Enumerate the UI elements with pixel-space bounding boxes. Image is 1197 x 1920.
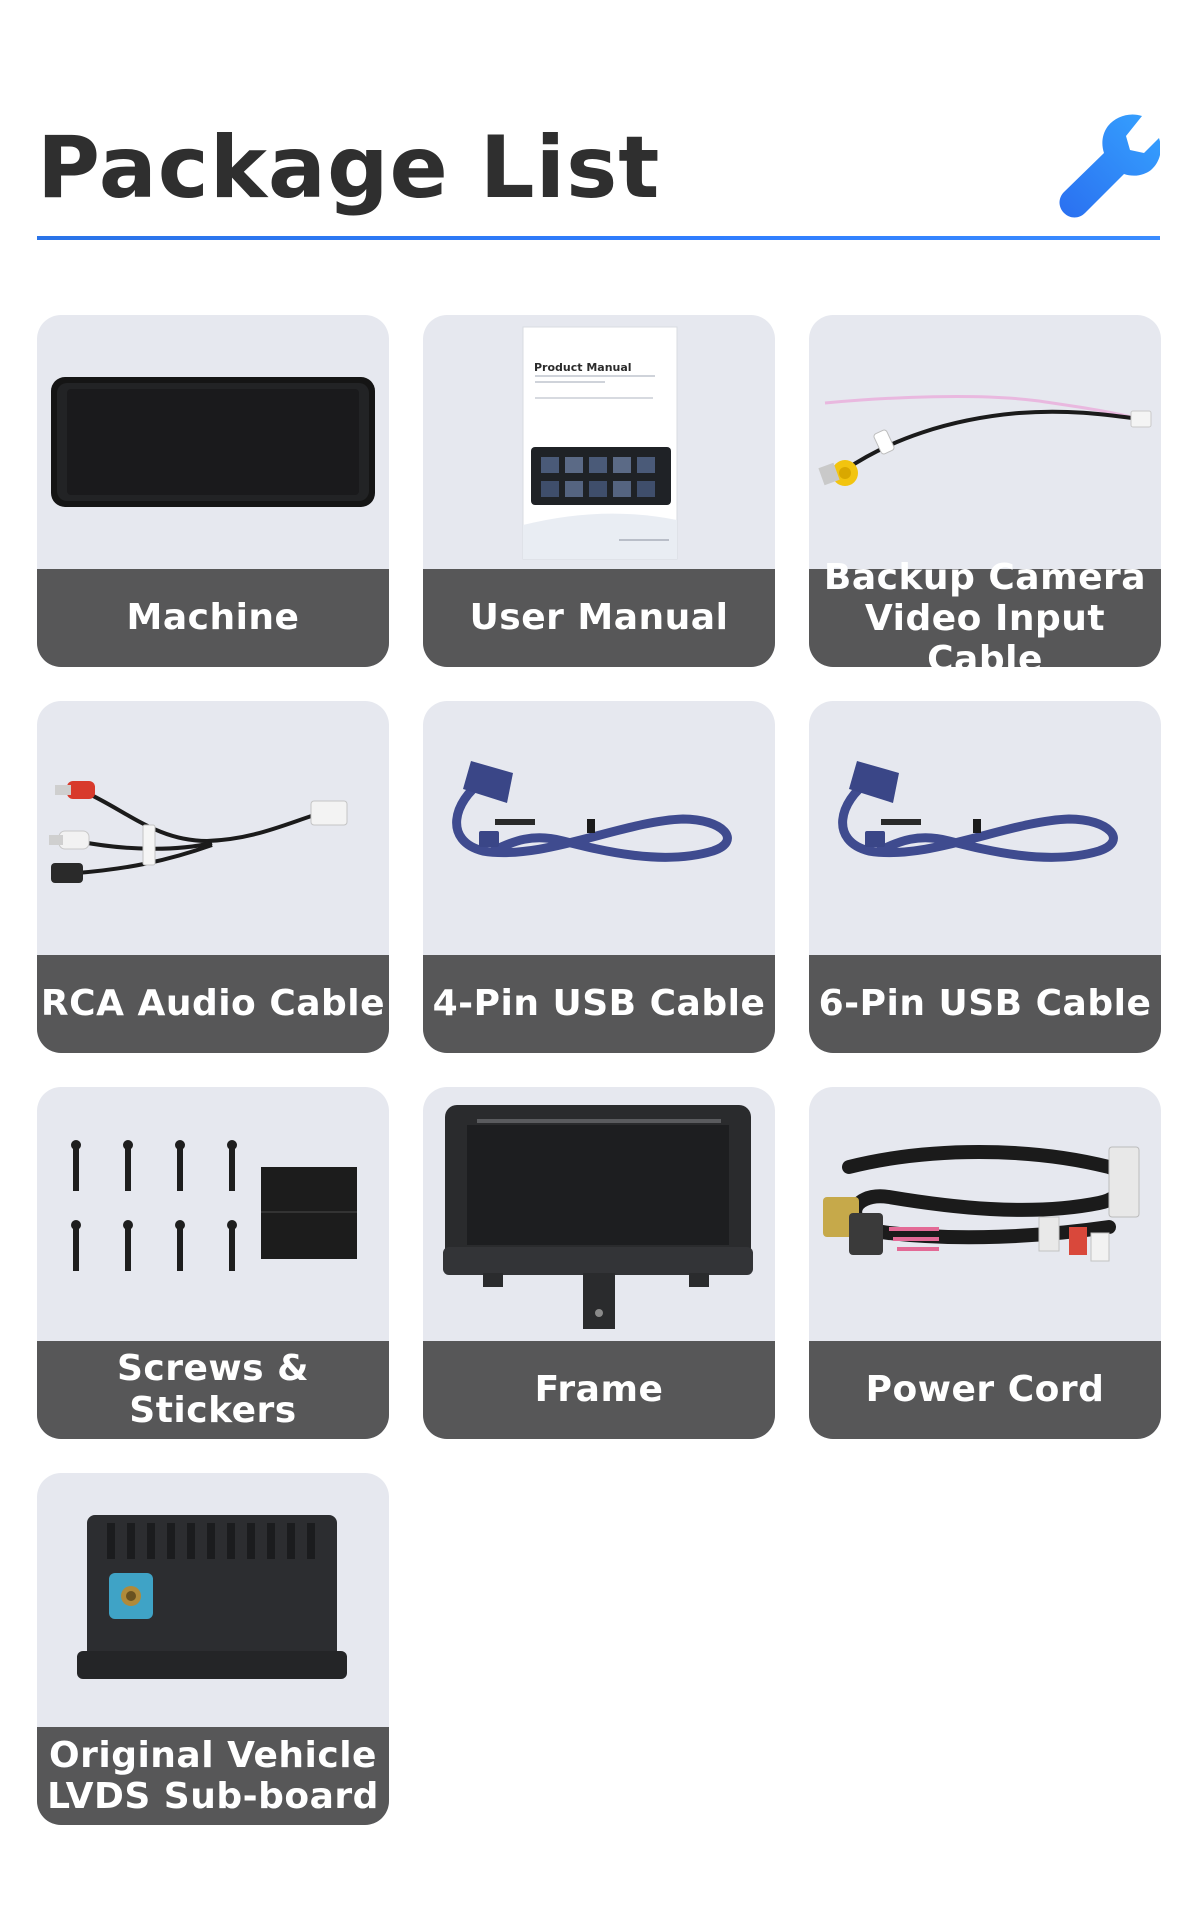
power-harness-image — [823, 1145, 1140, 1262]
car-display-screen-image — [51, 377, 375, 507]
item-label: Original Vehicle LVDS Sub-board — [37, 1727, 389, 1825]
screws-and-sticker-pad-image — [71, 1140, 357, 1271]
rca-audio-cable-image — [49, 781, 348, 883]
item-card-machine: Machine — [37, 315, 389, 667]
item-label: 4-Pin USB Cable — [423, 955, 775, 1053]
item-label: Backup Camera Video Input Cable — [809, 557, 1161, 667]
lvds-sub-board-image — [77, 1515, 347, 1679]
product-manual-booklet-image: Product Manual — [522, 326, 678, 560]
item-card-rca-audio-cable: RCA Audio Cable — [37, 701, 389, 1053]
item-card-frame: Frame — [423, 1087, 775, 1439]
item-label: RCA Audio Cable — [37, 955, 389, 1053]
item-card-power-cord: Power Cord — [809, 1087, 1161, 1439]
mounting-frame-image — [443, 1105, 753, 1329]
item-label: Power Cord — [809, 1341, 1161, 1439]
item-label: 6-Pin USB Cable — [809, 955, 1161, 1053]
page-title: Package List — [37, 118, 661, 218]
page-header: Package List — [37, 114, 1160, 240]
item-label: Screws & Stickers — [37, 1341, 389, 1439]
usb-cable-6pin-image — [838, 761, 1118, 862]
item-card-screws-stickers: Screws & Stickers — [37, 1087, 389, 1439]
usb-cable-4pin-image — [452, 761, 732, 862]
item-card-lvds-sub-board: Original Vehicle LVDS Sub-board — [37, 1473, 389, 1825]
header-divider — [37, 236, 1160, 240]
item-label: Machine — [37, 569, 389, 667]
item-label: Frame — [423, 1341, 775, 1439]
item-card-user-manual: Product Manual User Manual — [423, 315, 775, 667]
item-card-4pin-usb-cable: 4-Pin USB Cable — [423, 701, 775, 1053]
item-card-backup-camera-cable: Backup Camera Video Input Cable — [809, 315, 1161, 667]
item-label: User Manual — [423, 569, 775, 667]
wrench-icon — [1059, 114, 1160, 218]
camera-video-cable-image — [818, 395, 1152, 486]
manual-cover-title: Product Manual — [534, 361, 632, 374]
item-card-6pin-usb-cable: 6-Pin USB Cable — [809, 701, 1161, 1053]
